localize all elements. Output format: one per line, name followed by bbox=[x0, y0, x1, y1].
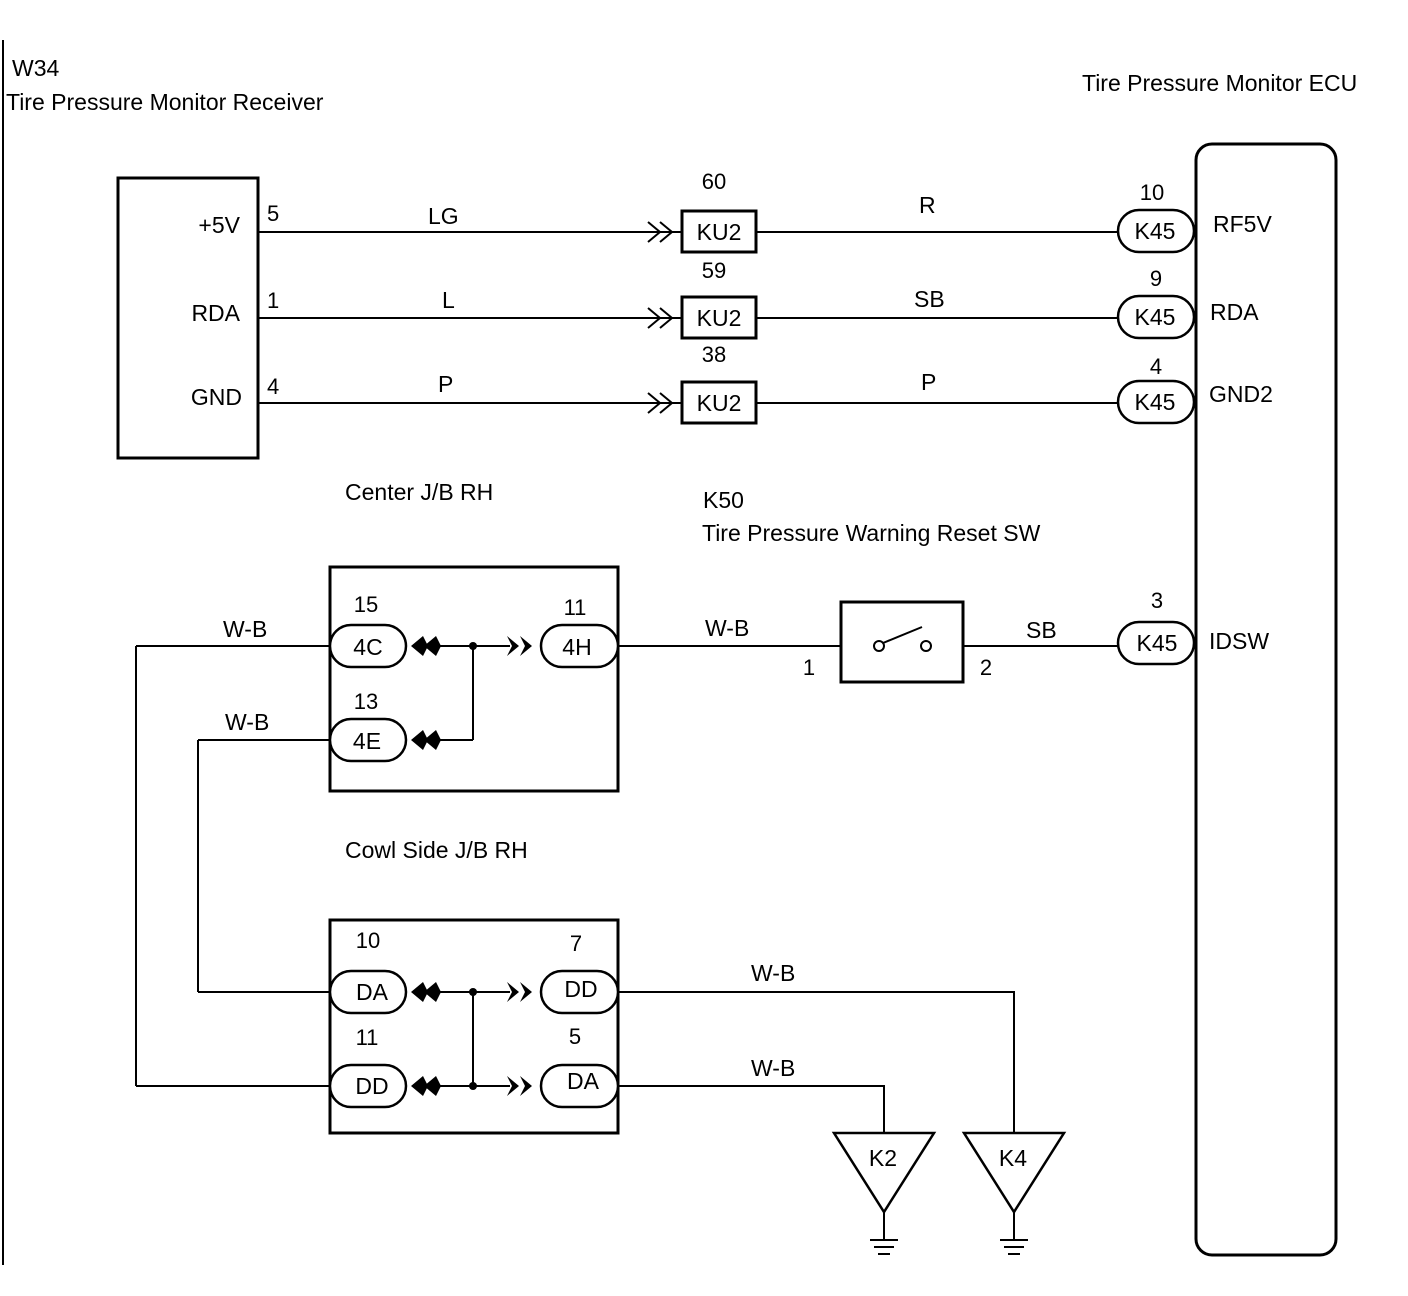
reset-switch-code: K50 bbox=[703, 487, 744, 513]
k45-connector-9 bbox=[1116, 294, 1196, 340]
reset-switch-pin-1: 1 bbox=[803, 655, 815, 680]
wire-label-wb-k4: W-B bbox=[751, 960, 795, 986]
cowl-jb-female-chevron-da-icon bbox=[411, 982, 441, 1002]
cowl-jb-pin-7: 7 bbox=[570, 931, 582, 956]
wire-label-wb-4c: W-B bbox=[223, 616, 267, 642]
receiver-pin-label-gnd: GND bbox=[191, 384, 242, 410]
k45-label-4: K45 bbox=[1135, 389, 1176, 415]
cowl-jb-female-chevron-dd-icon bbox=[411, 1076, 441, 1096]
ground-point-k4 bbox=[961, 1131, 1067, 1215]
ku2-connector-60 bbox=[680, 209, 758, 254]
cowl-jb-pin-5: 5 bbox=[569, 1024, 581, 1049]
receiver-pin-number-1: 1 bbox=[267, 288, 279, 313]
cowl-jb-label-da-10: DA bbox=[356, 979, 389, 1005]
cowl-jb-junction-bottom bbox=[469, 1082, 477, 1090]
receiver-code: W34 bbox=[12, 55, 60, 81]
switch-lever-icon bbox=[882, 626, 923, 644]
k45-label-9: K45 bbox=[1135, 304, 1176, 330]
switch-contact-right bbox=[920, 640, 932, 652]
wire-label-p-right: P bbox=[921, 369, 936, 395]
ku2-chevron-38-icon bbox=[647, 392, 674, 414]
ecu-pin-number-10: 10 bbox=[1140, 180, 1164, 205]
k45-label-3: K45 bbox=[1137, 630, 1178, 656]
cowl-jb-male-chevron-da-icon bbox=[507, 1076, 532, 1096]
center-jb-connector-4c bbox=[328, 623, 408, 669]
ku2-pin-38: 38 bbox=[702, 342, 726, 367]
wire-wb-to-k4 bbox=[618, 991, 1015, 1133]
cowl-jb-label-dd-7: DD bbox=[564, 976, 597, 1002]
wire-label-sb-switch: SB bbox=[1026, 617, 1057, 643]
center-jb-label-4e: 4E bbox=[353, 728, 381, 754]
ground-symbol-k4-icon bbox=[1000, 1212, 1028, 1255]
receiver-pin-label-rda: RDA bbox=[191, 300, 240, 326]
ecu-pin-label-rda: RDA bbox=[1210, 299, 1259, 325]
ecu-pin-label-idsw: IDSW bbox=[1209, 628, 1269, 654]
k45-label-10: K45 bbox=[1135, 218, 1176, 244]
receiver-pin-number-4: 4 bbox=[267, 374, 279, 399]
cowl-jb-label-dd-11: DD bbox=[355, 1073, 388, 1099]
ground-point-k2 bbox=[831, 1131, 937, 1215]
cowl-jb-pin-10: 10 bbox=[356, 928, 380, 953]
ku2-label-59: KU2 bbox=[697, 305, 742, 331]
cowl-jb-label-da-5: DA bbox=[567, 1068, 600, 1094]
wire-label-lg: LG bbox=[428, 203, 459, 229]
ku2-connector-38 bbox=[680, 380, 758, 425]
center-jb-title: Center J/B RH bbox=[345, 479, 493, 505]
ground-label-k2: K2 bbox=[869, 1145, 897, 1171]
wire-label-l: L bbox=[442, 287, 455, 313]
ku2-connector-59 bbox=[680, 295, 758, 340]
ground-label-k4: K4 bbox=[999, 1145, 1027, 1171]
receiver-title: Tire Pressure Monitor Receiver bbox=[6, 89, 324, 115]
center-jb-label-4c: 4C bbox=[353, 634, 382, 660]
center-jb-connector-4e bbox=[328, 717, 408, 763]
cowl-jb-pin-11: 11 bbox=[356, 1025, 379, 1050]
center-jb-female-chevron-4e-icon bbox=[411, 730, 441, 750]
center-jb-pin-15: 15 bbox=[354, 592, 378, 617]
center-jb-label-4h: 4H bbox=[562, 634, 591, 660]
receiver-pin-number-5: 5 bbox=[267, 201, 279, 226]
cowl-jb-connector-dd-11 bbox=[328, 1063, 408, 1109]
switch-contact-left bbox=[873, 640, 885, 652]
ecu-pin-number-4: 4 bbox=[1150, 354, 1162, 379]
wire-label-wb-k2: W-B bbox=[751, 1055, 795, 1081]
center-jb-male-chevron-4h-icon bbox=[507, 636, 532, 656]
ku2-chevron-59-icon bbox=[647, 307, 674, 329]
ground-symbol-k2-icon bbox=[870, 1212, 898, 1255]
k45-connector-3 bbox=[1116, 620, 1196, 666]
ecu-box bbox=[1194, 142, 1338, 1257]
center-jb-pin-11: 11 bbox=[564, 595, 587, 620]
k45-connector-10 bbox=[1116, 208, 1196, 254]
cowl-jb-junction-top bbox=[469, 988, 477, 996]
center-jb-junction-dot bbox=[469, 642, 477, 650]
receiver-pin-label-5v: +5V bbox=[198, 212, 240, 238]
wire-label-wb-switch: W-B bbox=[705, 615, 749, 641]
ku2-chevron-60-icon bbox=[647, 221, 674, 243]
ecu-pin-label-gnd2: GND2 bbox=[1209, 381, 1273, 407]
center-jb-female-chevron-4c-icon bbox=[411, 636, 441, 656]
ku2-label-38: KU2 bbox=[697, 390, 742, 416]
ecu-pin-label-rf5v: RF5V bbox=[1213, 211, 1272, 237]
ecu-title: Tire Pressure Monitor ECU bbox=[1082, 70, 1357, 96]
wire-label-p-left: P bbox=[438, 371, 453, 397]
center-jb-pin-13: 13 bbox=[354, 689, 378, 714]
ecu-pin-number-9: 9 bbox=[1150, 266, 1162, 291]
wire-wb-to-k2 bbox=[618, 1085, 885, 1133]
cowl-jb-connector-da-10 bbox=[328, 969, 408, 1015]
reset-switch-pin-2: 2 bbox=[980, 655, 992, 680]
k45-connector-4 bbox=[1116, 379, 1196, 425]
cowl-jb-male-chevron-dd-icon bbox=[507, 982, 532, 1002]
reset-switch-box bbox=[839, 600, 965, 684]
wire-label-wb-4e: W-B bbox=[225, 709, 269, 735]
ku2-pin-59: 59 bbox=[702, 258, 726, 283]
ku2-label-60: KU2 bbox=[697, 219, 742, 245]
wire-label-sb-top: SB bbox=[914, 286, 945, 312]
reset-switch-title: Tire Pressure Warning Reset SW bbox=[702, 520, 1041, 546]
ku2-pin-60: 60 bbox=[702, 169, 726, 194]
wire-label-r: R bbox=[919, 192, 936, 218]
cowl-jb-title: Cowl Side J/B RH bbox=[345, 837, 528, 863]
ecu-pin-number-3: 3 bbox=[1151, 588, 1163, 613]
